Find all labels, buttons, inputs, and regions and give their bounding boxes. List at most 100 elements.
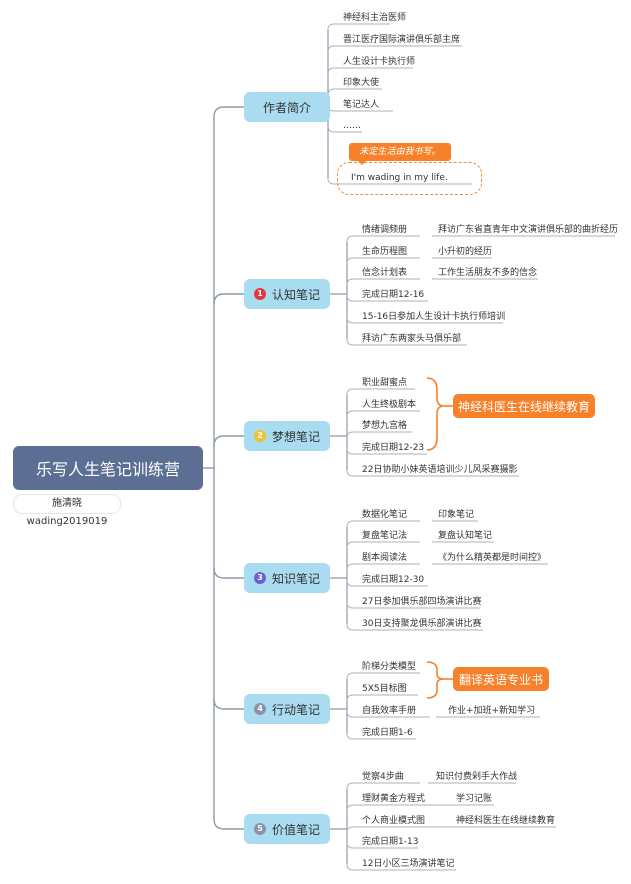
branch-author-intro[interactable]: 作者简介 (244, 92, 330, 122)
branch-label: 价值笔记 (271, 822, 320, 837)
leaf-item[interactable]: 印象大使 (343, 78, 380, 88)
number-1-red-icon: 1 (253, 288, 266, 300)
leaf-detail[interactable]: 工作生活朋友不多的信念 (438, 268, 538, 278)
leaf-detail[interactable]: 作业+加班+新知学习 (448, 706, 536, 716)
leaf-item[interactable]: 个人商业模式图 (362, 816, 426, 826)
leaf-item[interactable]: 梦想九宫格 (362, 421, 408, 431)
leaf-item[interactable]: 完成日期1-13 (362, 837, 419, 847)
leaf-underline (327, 177, 472, 185)
leaf-item[interactable]: 阶梯分类模型 (362, 662, 417, 672)
branch-knowledge-notes[interactable]: 3 知识笔记 (244, 563, 330, 593)
branch-dream-notes[interactable]: 2 梦想笔记 (244, 421, 330, 451)
leaf-underline (346, 431, 412, 439)
leaf-item[interactable]: 拜访广东两家头马俱乐部 (362, 334, 462, 344)
leaf-detail[interactable]: 拜访广东省直青年中文演讲俱乐部的曲折经历 (438, 225, 619, 235)
branch-connector (213, 435, 244, 447)
leaf-item[interactable]: …… (343, 121, 361, 131)
leaf-item[interactable]: 觉察4步曲 (362, 772, 404, 782)
leaf-underline (346, 410, 420, 418)
leaf-underline (346, 235, 420, 243)
summary-node[interactable]: 翻译英语专业书 (453, 667, 549, 691)
leaf-item[interactable]: 数据化笔记 (362, 510, 408, 520)
leaf-underline (346, 278, 420, 286)
leaf-underline (327, 23, 390, 31)
leaf-underline (346, 579, 428, 587)
leaf-underline (346, 841, 418, 849)
number-4-gray-icon: 4 (253, 703, 266, 715)
dashed-boundary (337, 162, 482, 195)
leaf-underline (346, 863, 456, 871)
summary-node[interactable]: 神经科医生在线继续教育 (453, 394, 595, 418)
leaf-item[interactable]: 自我效率手册 (362, 706, 417, 716)
leaf-item[interactable]: 30日支持聚龙俱乐部演讲比赛 (362, 619, 482, 629)
leaf-underline (346, 541, 420, 549)
leaf-item[interactable]: 神经科主治医师 (343, 13, 407, 23)
branch-connector (213, 567, 244, 579)
leaf-item[interactable]: 人生设计卡执行师 (343, 57, 416, 67)
leaf-underline (346, 710, 430, 718)
leaf-detail[interactable]: 复盘认知笔记 (438, 531, 493, 541)
branch-label: 梦想笔记 (271, 429, 320, 444)
leaf-underline (327, 88, 382, 96)
branch-connector (213, 293, 244, 305)
callout-bubble: 未定生活由我书写。 (349, 143, 451, 161)
leaf-underline (346, 338, 467, 346)
branch-value-notes[interactable]: 5 价值笔记 (244, 814, 330, 844)
leaf-item[interactable]: 完成日期12-16 (362, 290, 425, 300)
leaf-underline (346, 732, 416, 740)
leaf-item[interactable]: 人生终极剧本 (362, 400, 417, 410)
leaf-underline (346, 563, 420, 571)
number-2-yellow-icon: 2 (253, 430, 266, 442)
leaf-underline (346, 601, 480, 609)
branch-label: 行动笔记 (271, 702, 320, 717)
root-topic-label: 乐写人生笔记训练营 (35, 460, 180, 479)
leaf-underline (346, 672, 420, 680)
leaf-item[interactable]: 职业甜蜜点 (362, 378, 408, 388)
leaf-detail[interactable]: 印象笔记 (438, 510, 475, 520)
leaf-detail[interactable]: 学习记账 (456, 794, 493, 804)
leaf-item[interactable]: 情绪调频册 (362, 225, 408, 235)
branch-connector (213, 818, 244, 830)
leaf-detail[interactable]: 小升初的经历 (438, 247, 493, 257)
branch-label: 知识笔记 (271, 571, 320, 586)
leaf-item[interactable]: 晋江医疗国际演讲俱乐部主席 (343, 35, 461, 45)
branch-cognition-notes[interactable]: 1 认知笔记 (244, 279, 330, 309)
leaf-item[interactable]: 完成日期1-6 (362, 728, 413, 738)
author-label: 施清晓wading2019019 (13, 494, 121, 527)
leaf-item[interactable]: 复盘笔记法 (362, 531, 408, 541)
leaf-item-motto[interactable]: I'm wading in my life. (351, 173, 448, 183)
leaf-item[interactable]: 理财黄金方程式 (362, 794, 426, 804)
leaf-item[interactable]: 剧本阅读法 (362, 553, 408, 563)
branch-label: 作者简介 (262, 100, 311, 115)
branch-action-notes[interactable]: 4 行动笔记 (244, 694, 330, 724)
leaf-detail[interactable]: 《为什么精英都是时间控》 (438, 553, 547, 563)
leaf-item[interactable]: 信念计划表 (362, 268, 408, 278)
leaf-item[interactable]: 完成日期12-30 (362, 575, 425, 585)
leaf-item[interactable]: 12日小区三场演讲笔记 (362, 859, 455, 869)
leaf-item[interactable]: 5X5目标图 (362, 684, 407, 694)
leaf-underline (346, 294, 428, 302)
leaf-item[interactable]: 完成日期12-23 (362, 443, 425, 453)
leaf-underline (346, 694, 418, 702)
leaf-underline (346, 388, 415, 396)
summary-brace (426, 377, 445, 451)
leaf-underline (346, 782, 420, 790)
summary-brace (426, 661, 445, 699)
leaf-detail[interactable]: 知识付费剁手大作战 (436, 772, 518, 782)
root-topic[interactable]: 乐写人生笔记训练营 (13, 446, 203, 490)
leaf-item[interactable]: 27日参加俱乐部四场演讲比赛 (362, 597, 482, 607)
leaf-underline (346, 316, 503, 324)
leaf-item[interactable]: 生命历程图 (362, 247, 408, 257)
leaf-underline (346, 257, 420, 265)
leaf-underline (346, 623, 483, 631)
leaf-item[interactable]: 笔记达人 (343, 100, 380, 110)
leaf-item[interactable]: 22日协助小妹英语培训少儿风采赛摄影 (362, 465, 518, 475)
leaf-underline (346, 447, 427, 455)
leaf-detail[interactable]: 神经科医生在线继续教育 (456, 816, 556, 826)
leaf-underline (346, 520, 420, 528)
leaf-underline (327, 67, 413, 75)
leaf-item[interactable]: 15-16日参加人生设计卡执行师培训 (362, 312, 506, 322)
branch-label: 认知笔记 (271, 287, 320, 302)
